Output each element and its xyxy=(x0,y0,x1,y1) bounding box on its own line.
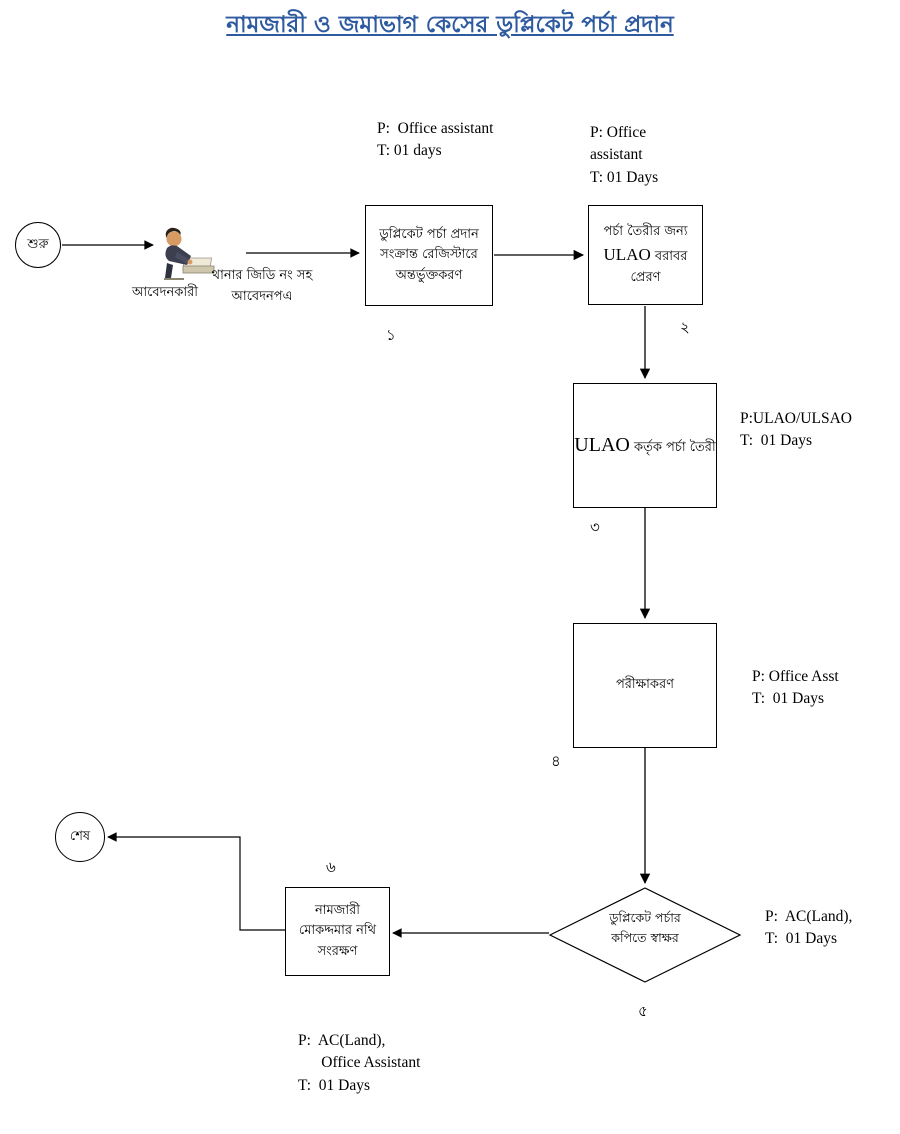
step4-text: পরীক্ষাকরণ xyxy=(615,677,675,693)
step4-number: ৪ xyxy=(551,752,561,770)
step2-line2: ULAO বরাবর xyxy=(603,242,688,268)
step2-ulao-text: ULAO xyxy=(603,244,651,264)
step1-annotation: P: Office assistant T: 01 days xyxy=(377,120,494,160)
step1-number: ১ xyxy=(386,326,396,344)
applicant-label: আবেদনকারী xyxy=(132,285,198,300)
process-register-entry: ডুপ্লিকেট পর্চা প্রদান সংক্রান্ত রেজিস্ট… xyxy=(365,205,493,306)
step3-number: ৩ xyxy=(590,518,600,536)
step5-number: ৫ xyxy=(638,1002,648,1020)
applicant-person-icon xyxy=(156,226,220,286)
step2-line2-bn: বরাবর xyxy=(650,248,688,264)
step2-line3: প্রেরণ xyxy=(630,270,661,286)
step2-line1: পর্চা তৈরীর জন্য xyxy=(603,223,688,239)
step6-annotation: P: AC(Land), Office Assistant T: 01 Days xyxy=(298,1032,421,1094)
step6-text: নামজারী মোকদ্দমার নথি সংরক্ষণ xyxy=(298,903,377,959)
process-ulao-prepares-parcha: ULAO কর্তৃক পর্চা তৈরী xyxy=(573,383,717,508)
application-note: থানার জিডি নং সহ আবেদনপএ xyxy=(211,268,313,304)
end-node: শেষ xyxy=(55,812,105,862)
step6-number: ৬ xyxy=(326,858,336,876)
step2-number: ২ xyxy=(680,318,690,336)
arrow-step6-to-end xyxy=(107,832,285,931)
start-node: শুরু xyxy=(15,222,61,268)
step5-annotation: P: AC(Land), T: 01 Days xyxy=(765,908,853,948)
start-label: শুরু xyxy=(27,236,49,252)
process-preserve-case-record: নামজারী মোকদ্দমার নথি সংরক্ষণ xyxy=(285,887,390,976)
end-label: শেষ xyxy=(69,828,91,844)
step1-text: ডুপ্লিকেট পর্চা প্রদান সংক্রান্ত রেজিস্ট… xyxy=(379,227,479,283)
decision-sign-copies: ডুপ্লিকেট পর্চার কপিতে স্বাক্ষর xyxy=(609,910,681,945)
step3-annotation: P:ULAO/ULSAO T: 01 Days xyxy=(740,410,852,450)
step2-annotation: P: Office assistant T: 01 Days xyxy=(590,124,659,186)
step3-text: ULAO কর্তৃক পর্চা তৈরী xyxy=(574,430,715,461)
step3-bn-text: কর্তৃক পর্চা তৈরী xyxy=(629,440,716,455)
process-send-to-ulao: পর্চা তৈরীর জন্য ULAO বরাবর প্রেরণ xyxy=(588,205,703,305)
decision-diamond-shape xyxy=(548,887,742,983)
step3-ulao-text: ULAO xyxy=(574,434,630,456)
process-examination: পরীক্ষাকরণ xyxy=(573,623,717,748)
page-title: নামজারী ও জমাভাগ কেসের ডুপ্লিকেট পর্চা প… xyxy=(226,12,674,38)
step4-annotation: P: Office Asst T: 01 Days xyxy=(752,668,839,708)
